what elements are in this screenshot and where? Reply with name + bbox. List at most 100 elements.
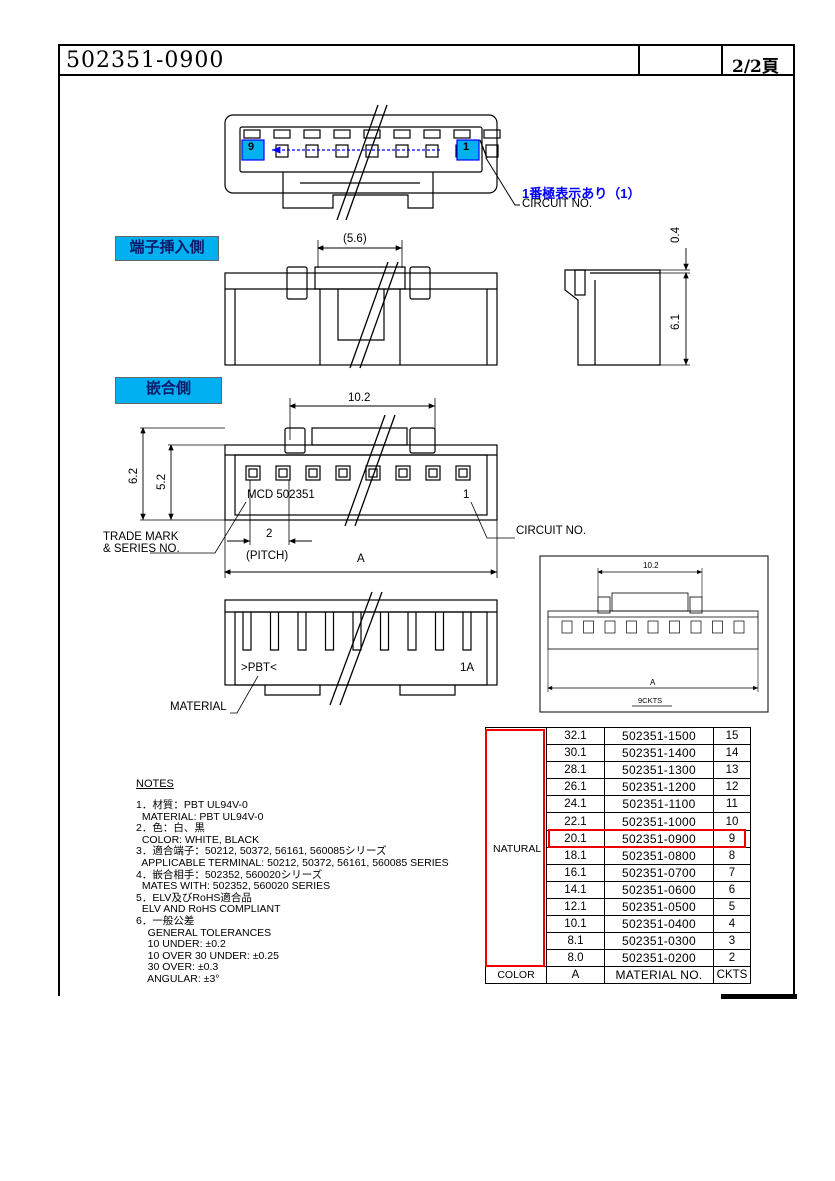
- note-line: 30 OVER: ±0.3: [136, 961, 219, 974]
- note-line: COLOR: WHITE, BLACK: [136, 833, 260, 846]
- trade-mark-label: TRADE MARK: [103, 531, 179, 543]
- top-cavity: [395, 144, 409, 158]
- top-cavity-latch: [483, 129, 501, 139]
- highlight-color-column: [485, 729, 545, 967]
- note-line: 10 UNDER: ±0.2: [136, 938, 226, 951]
- table-header-ckts: CKTS: [713, 966, 751, 985]
- table-cell-a: 10.1: [546, 915, 605, 934]
- table-cell-a: 30.1: [546, 744, 605, 763]
- mating-cavity: [275, 465, 291, 481]
- dim-6-2: 6.2: [128, 468, 140, 484]
- table-cell-a: 14.1: [546, 880, 605, 899]
- top-cavity-latch: [243, 129, 261, 139]
- table-cell-a: 18.1: [546, 846, 605, 865]
- dim-5-6: (5.6): [343, 233, 367, 245]
- note-line: 3．適合端子：50212, 50372, 56161, 560085シリーズ: [136, 845, 387, 858]
- table-cell-ckts: 10: [713, 812, 751, 831]
- table-cell-material-no: 502351-1400: [604, 744, 714, 763]
- insert-side-tag: 端子挿入側: [115, 236, 219, 261]
- table-cell-material-no: 502351-0500: [604, 897, 714, 917]
- top-cavity-latch: [363, 129, 381, 139]
- inset-dim-a: A: [650, 678, 656, 687]
- table-cell-material-no: 502351-0600: [604, 880, 714, 899]
- mating-cavity: [305, 465, 321, 481]
- inset-cavity: [604, 620, 616, 634]
- table-cell-material-no: 502351-1200: [604, 778, 714, 797]
- top-cavity-latch: [453, 129, 471, 139]
- table-cell-material-no: 502351-1000: [604, 812, 714, 831]
- mcd-marking: MCD 502351: [247, 489, 315, 501]
- top-cavity: [275, 144, 289, 158]
- bottom-slot: [324, 612, 335, 651]
- table-cell-material-no: 502351-0400: [604, 915, 714, 934]
- note-line: 5．ELV及びRoHS適合品: [136, 891, 252, 904]
- pin-one-marking: 1: [463, 489, 470, 501]
- circuit-no-label-2: CIRCUIT NO.: [516, 525, 587, 537]
- note-line: ANGULAR: ±3°: [136, 972, 220, 985]
- one-a-marking: 1A: [460, 662, 475, 674]
- notes-heading: NOTES: [136, 778, 174, 790]
- mating-cavity-inner: [428, 468, 438, 478]
- page-number: 2/2頁: [732, 57, 779, 77]
- table-cell-a: 8.1: [546, 932, 605, 951]
- mating-cavity-inner: [458, 468, 468, 478]
- mating-cavity: [335, 465, 351, 481]
- table-cell-ckts: 5: [713, 897, 751, 917]
- note-line: 6．一般公差: [136, 914, 195, 927]
- frame-corner-bar: [721, 994, 797, 999]
- table-cell-a: 28.1: [546, 761, 605, 780]
- table-cell-material-no: 502351-0800: [604, 846, 714, 865]
- note-line: APPLICABLE TERMINAL: 50212, 50372, 56161…: [136, 856, 449, 869]
- note-line: 1．材質：PBT UL94V-0: [136, 799, 248, 811]
- inset-cavity: [733, 620, 745, 634]
- table-header-color: COLOR: [485, 966, 547, 985]
- table-cell-a: 26.1: [546, 778, 605, 797]
- inset-cavity: [647, 620, 659, 634]
- table-cell-a: 32.1: [546, 726, 605, 746]
- circuit-marking-note: 1番極表示あり（1）: [522, 186, 641, 201]
- table-cell-ckts: 7: [713, 863, 751, 882]
- mating-cavity: [455, 465, 471, 481]
- inset-cavity: [712, 620, 723, 634]
- material-label: MATERIAL: [170, 701, 227, 713]
- top-cavity-latch: [273, 129, 291, 139]
- top-cavity-latch: [333, 129, 351, 139]
- dim-6-1: 6.1: [670, 314, 682, 330]
- dim-10-2: 10.2: [348, 392, 371, 404]
- highlight-current-part-row: [548, 829, 746, 848]
- table-header-material-no: MATERIAL NO.: [604, 966, 714, 985]
- table-cell-ckts: 8: [713, 846, 751, 865]
- note-line: 4．嵌合相手：502352, 560020シリーズ: [136, 868, 323, 881]
- table-cell-material-no: 502351-1100: [604, 795, 714, 814]
- table-cell-ckts: 15: [713, 726, 751, 746]
- note-line: GENERAL TOLERANCES: [136, 926, 272, 939]
- table-cell-ckts: 13: [713, 761, 751, 780]
- mating-cavity-inner: [338, 468, 348, 478]
- mating-cavity-inner: [278, 468, 288, 478]
- table-cell-material-no: 502351-1300: [604, 761, 714, 780]
- top-cavity: [335, 144, 349, 158]
- mating-cavity: [395, 465, 411, 481]
- table-cell-material-no: 502351-0700: [604, 863, 714, 882]
- dim-5-2: 5.2: [156, 474, 168, 490]
- bottom-slot: [407, 612, 417, 651]
- bottom-slot: [379, 612, 390, 651]
- title-divider: [638, 44, 640, 76]
- bottom-slot: [352, 612, 362, 651]
- inset-cavity: [561, 620, 573, 634]
- top-cavity-latch: [393, 129, 411, 139]
- top-cavity-latch: [423, 129, 441, 139]
- bottom-slot: [297, 612, 307, 651]
- inset-view: [539, 555, 769, 713]
